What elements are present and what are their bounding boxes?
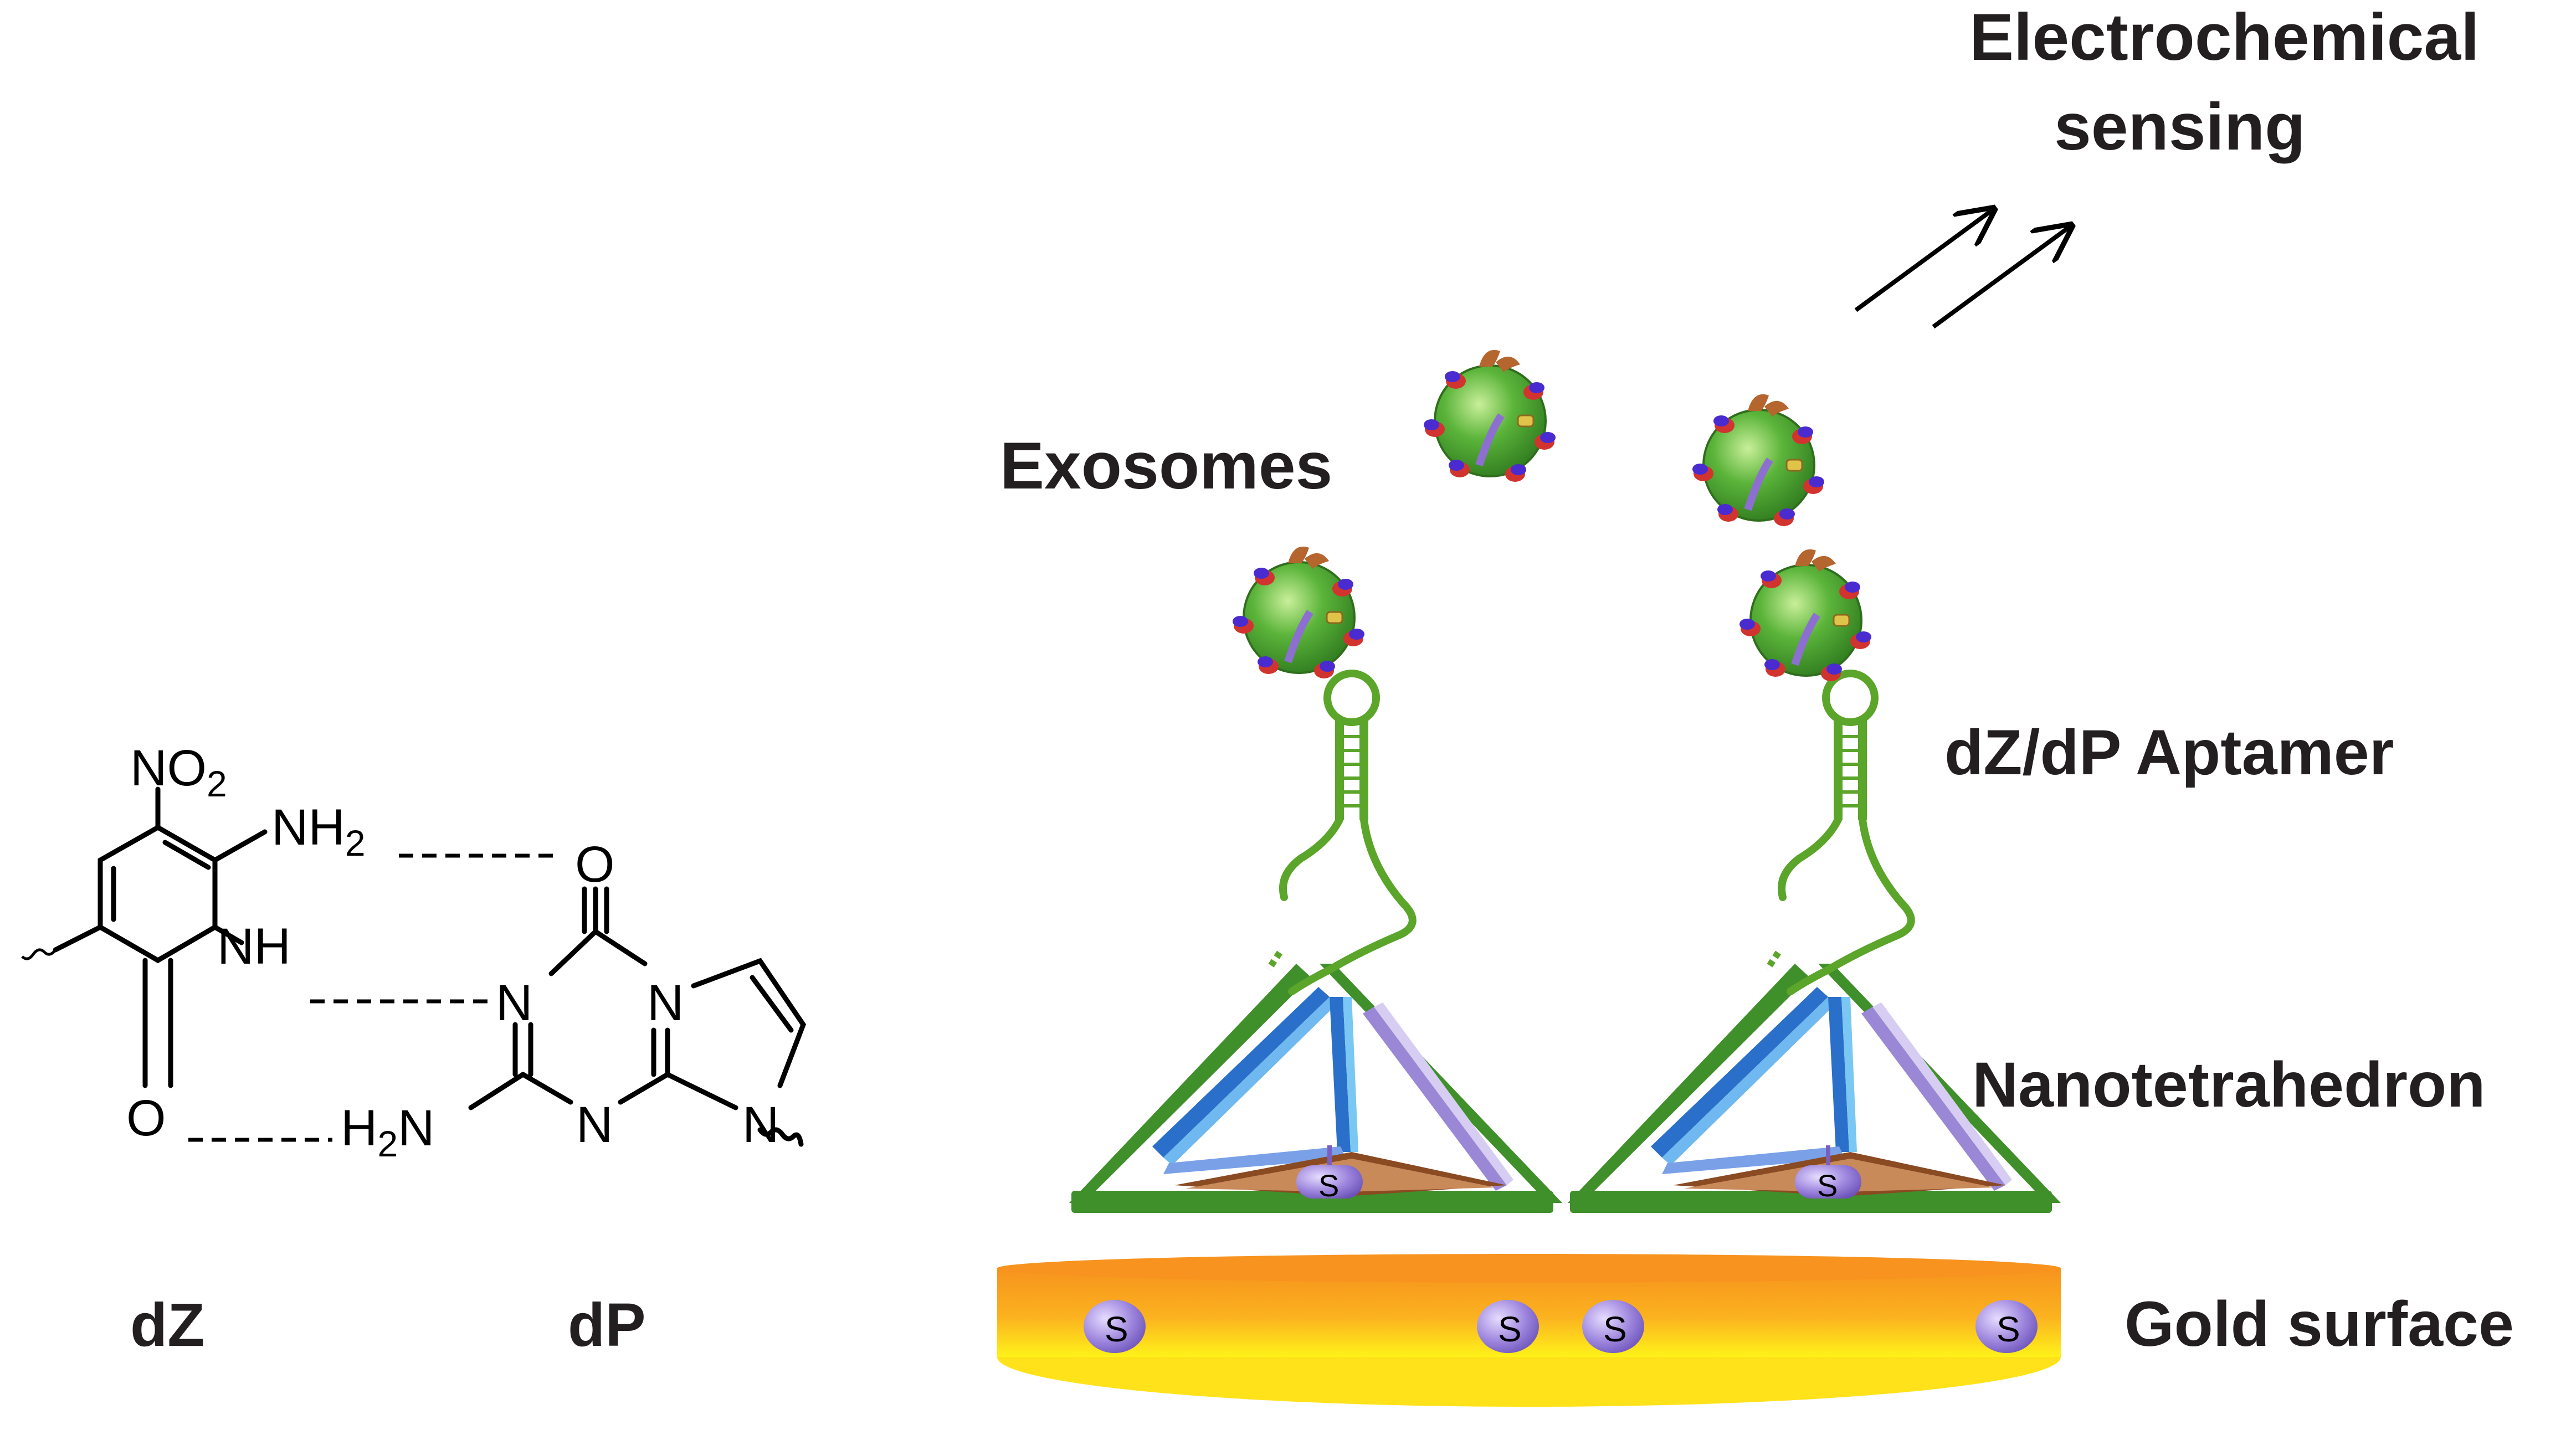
sensing-label-line2: sensing — [2054, 90, 2305, 164]
exosome — [1424, 350, 1556, 482]
exosome — [1233, 547, 1364, 678]
o-dp: O — [575, 836, 615, 893]
n-imidazole: N — [742, 1097, 779, 1153]
dz-structure: NO2 NH2 NH O — [21, 740, 366, 1146]
nh-dz: NH — [217, 918, 291, 975]
gold-surface-label: Gold surface — [2125, 1289, 2514, 1360]
dp-structure: O N N N N H2N — [341, 836, 807, 1164]
h2n-sub: 2 — [377, 1123, 398, 1164]
svg-text:S: S — [1498, 1309, 1522, 1349]
n-upper: N — [496, 975, 532, 1031]
no2-main: NO2 — [130, 740, 227, 804]
o-dz: O — [126, 1090, 166, 1146]
thiol-anchor: S — [1975, 1300, 2038, 1353]
aptamer-right — [1767, 673, 1911, 991]
aptamer-label: dZ/dP Aptamer — [1944, 717, 2394, 788]
exosome — [1739, 549, 1871, 681]
svg-text:S: S — [1817, 1168, 1838, 1203]
no2-sub: 2 — [207, 763, 227, 804]
n-bridge: N — [647, 975, 684, 1031]
svg-text:S: S — [1603, 1309, 1627, 1349]
svg-text:S: S — [1105, 1309, 1128, 1349]
nanotetrahedron-label: Nanotetrahedron — [1972, 1050, 2485, 1120]
dp-label: dP — [568, 1291, 646, 1359]
nanotetrahedron-left — [1069, 964, 1562, 1213]
signal-arrows — [1854, 209, 2071, 329]
svg-text:S: S — [1318, 1168, 1339, 1203]
nh2-sub: 2 — [345, 822, 366, 863]
svg-text:S: S — [1997, 1309, 2020, 1349]
dz-label: dZ — [130, 1291, 204, 1359]
exosomes-label: Exosomes — [1000, 429, 1332, 503]
h2n-dp: H2N — [341, 1100, 435, 1164]
sensing-label-line1: Electrochemical — [1969, 0, 2479, 74]
chemical-structure: NO2 NH2 NH O O N N N — [21, 740, 807, 1359]
thiol-anchor: S — [1477, 1300, 1539, 1353]
exosome — [1692, 394, 1824, 526]
hydrogen-bonds — [188, 853, 560, 1142]
aptamer-left — [1269, 673, 1413, 991]
thiol-anchor: S — [1582, 1300, 1644, 1353]
thiol-anchor: S — [1084, 1300, 1146, 1353]
nh2-dz: NH2 — [271, 799, 366, 863]
n-lower: N — [576, 1097, 613, 1153]
